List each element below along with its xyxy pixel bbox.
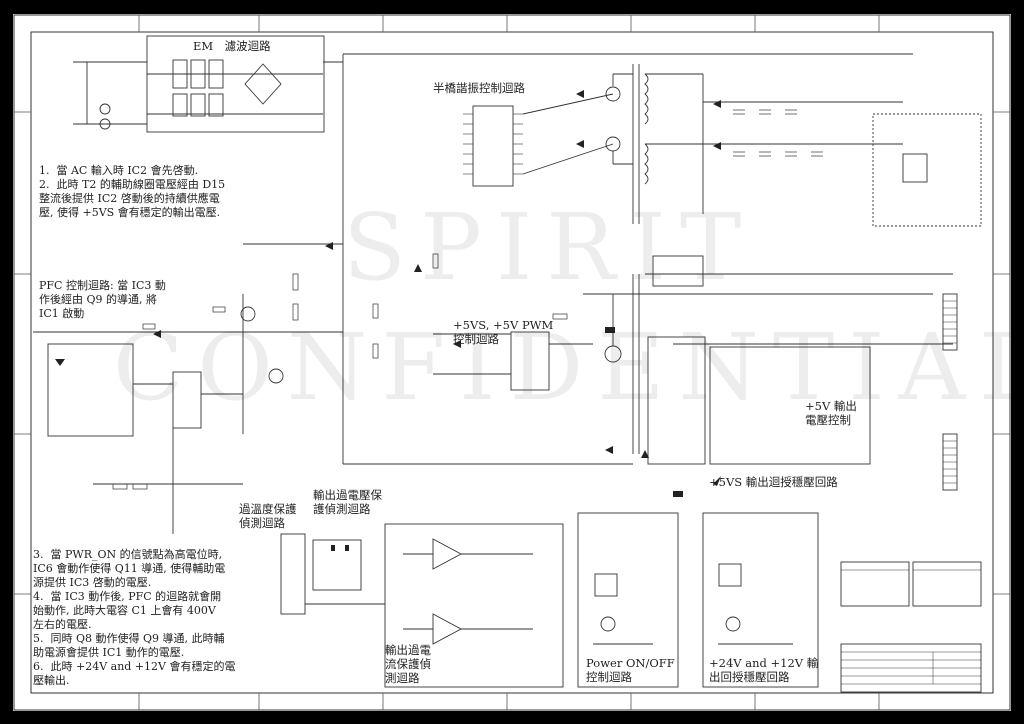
feedback-5vs-title: +5VS 輸出迴授穩壓回路 [709,475,838,489]
emi-filter-title: EM 濾波迴路 [193,39,271,53]
half-bridge-title: 半橋諧振控制迴路 [433,81,525,95]
standby-pwm-title: +5VS, +5V PWM 控制迴路 [453,318,554,346]
over-temp-title: 過溫度保護 偵測迴路 [239,502,297,530]
startup-notes: 1. 當 AC 輸入時 IC2 會先啓動. 2. 此時 T2 的輔助線圈電壓經由… [39,164,226,219]
output-ovp-title: 輸出過電壓保 護偵測迴路 [313,488,382,516]
plus5v-output-title: +5V 輸出 電壓控制 [805,399,857,427]
power-onoff-title: Power ON/OFF 控制迴路 [586,656,675,684]
schematic-drawing [13,14,1011,711]
sequence-notes: 3. 當 PWR_ON 的信號點為高電位時, IC6 會動作使得 Q11 導通,… [33,548,236,687]
pfc-title: PFC 控制迴路: 當 IC3 動 作後經由 Q9 的導通, 將 IC1 啟動 [39,279,166,320]
schematic-sheet: SPIRIT CONFIDENTIAL EM 濾波迴路 半橋諧振控制迴路 1. … [13,14,1024,711]
feedback-24-12-title: +24V and +12V 輸 出回授穩壓回路 [709,656,819,684]
ocp-title: 輸出過電 流保護偵 測迴路 [385,643,431,685]
